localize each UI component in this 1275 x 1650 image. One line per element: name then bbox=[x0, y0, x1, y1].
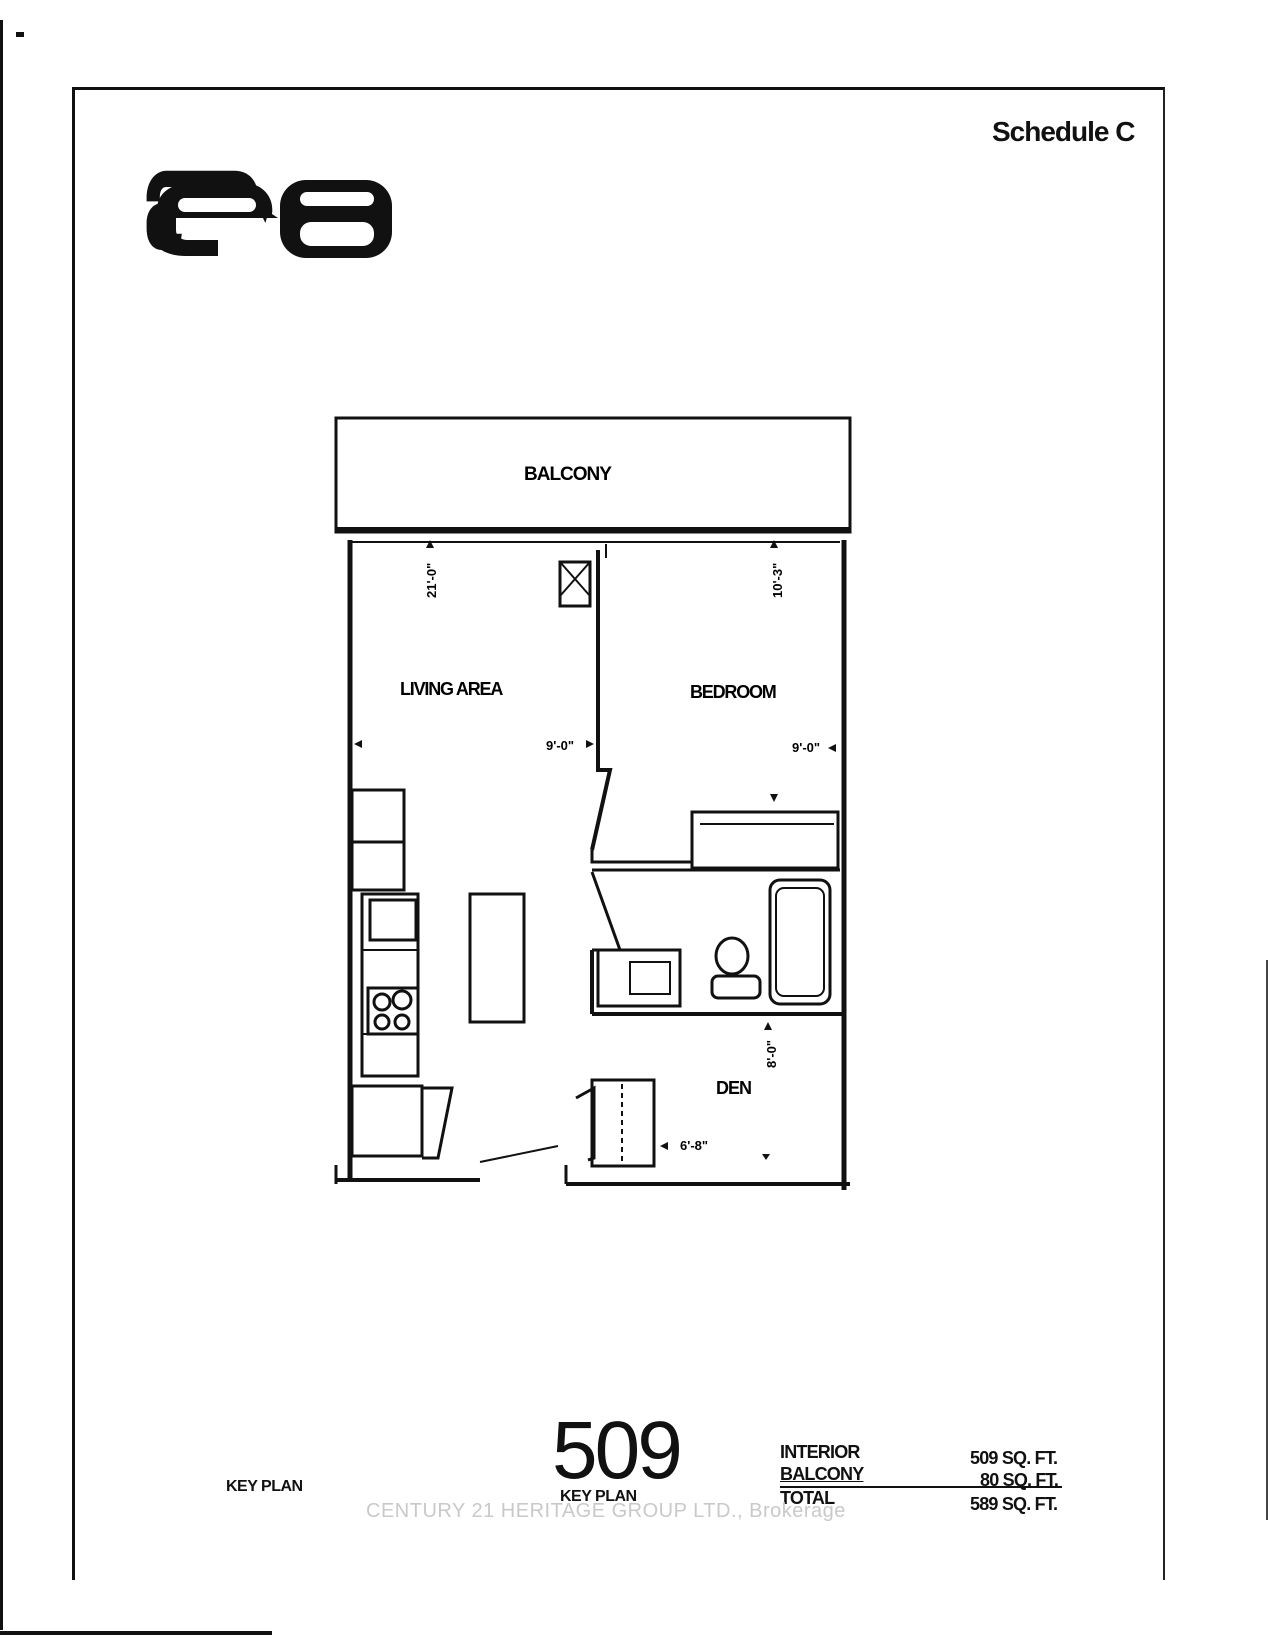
bedroom-closet bbox=[690, 810, 840, 870]
logo-e-eye bbox=[178, 198, 256, 212]
schedule-label: Schedule C bbox=[992, 116, 1135, 147]
den-door bbox=[575, 1085, 596, 1162]
mech-shaft bbox=[558, 560, 592, 608]
entry-door bbox=[479, 1145, 559, 1163]
kitchen-island bbox=[468, 892, 526, 1024]
key-plan-label-center: KEY PLAN bbox=[560, 1488, 637, 1505]
scan-edge-left bbox=[0, 20, 3, 1630]
area-interior-value: 509 SQ. FT. bbox=[970, 1448, 1058, 1468]
logo-eight-upper-hole bbox=[300, 192, 374, 206]
bathroom-diagonal bbox=[590, 871, 623, 952]
dim-den-length: 8'-0" bbox=[764, 1040, 779, 1068]
area-total-value: 589 SQ. FT. bbox=[970, 1494, 1058, 1514]
key-plan-label-left: KEY PLAN bbox=[226, 1478, 303, 1495]
dim-bedroom-length: 10'-3" bbox=[770, 563, 785, 598]
scan-edge-right bbox=[1266, 960, 1268, 1520]
unit-number: 509 bbox=[552, 1405, 683, 1496]
bedroom-bottom-wall bbox=[590, 850, 692, 864]
dim-bedroom-width: 9'-0" bbox=[792, 740, 820, 755]
dim-living-length: 21'-0" bbox=[424, 563, 439, 598]
logo-e-body bbox=[151, 182, 278, 256]
area-balcony-value: 80 SQ. FT. bbox=[980, 1470, 1059, 1490]
kitchen-sink bbox=[368, 898, 418, 942]
scan-edge-mark bbox=[16, 32, 24, 37]
room-label-bedroom: BEDROOM bbox=[690, 682, 776, 702]
schedule-frame bbox=[72, 87, 1165, 1580]
scan-edge-bottom bbox=[0, 1631, 272, 1635]
dim-living-width: 9'-0" bbox=[546, 738, 574, 753]
toilet-tank bbox=[714, 936, 750, 976]
e8-logo: e8 bbox=[146, 170, 392, 258]
room-label-den: DEN bbox=[716, 1078, 751, 1098]
logo-eight-lower-hole bbox=[300, 222, 374, 246]
vanity-sink bbox=[629, 961, 671, 995]
fridge-counter bbox=[350, 788, 406, 892]
area-total-label: TOTAL bbox=[780, 1488, 835, 1508]
area-balcony-label: BALCONY bbox=[780, 1464, 864, 1484]
entry-closet bbox=[350, 1084, 424, 1158]
dim-den-width: 6'-8" bbox=[680, 1138, 708, 1153]
bathtub-inner bbox=[775, 887, 825, 997]
toilet-base bbox=[710, 974, 762, 1000]
sink-counter bbox=[360, 892, 420, 1078]
totals-rule bbox=[780, 1486, 1062, 1488]
bathtub bbox=[768, 878, 832, 1006]
floor-plan: BALCONY LIVING AREA BEDROOM DEN 21'-0" 9… bbox=[334, 416, 852, 1190]
brokerage-watermark: CENTURY 21 HERITAGE GROUP LTD., Brokerag… bbox=[366, 1500, 846, 1522]
vanity bbox=[596, 948, 682, 1008]
room-label-balcony: BALCONY bbox=[524, 464, 612, 485]
room-label-living: LIVING AREA bbox=[400, 679, 503, 699]
logo-eight-outer bbox=[280, 180, 392, 258]
area-interior-label: INTERIOR bbox=[780, 1442, 860, 1462]
entry-closet-door bbox=[422, 1086, 454, 1160]
partition-wall bbox=[590, 550, 613, 851]
